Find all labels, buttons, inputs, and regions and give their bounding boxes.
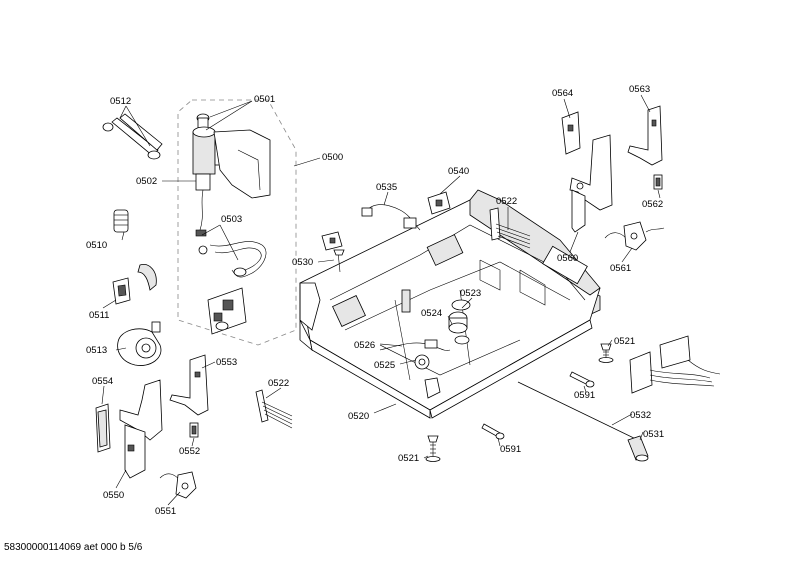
part-0554-cover (95, 403, 111, 453)
label-0551: 0551 (155, 506, 176, 517)
part-0553-bracket (169, 354, 209, 416)
part-0551-sensor (159, 471, 197, 499)
label-0561: 0561 (610, 263, 631, 274)
part-labels: 0501 0512 0500 0502 0503 0510 0511 0513 … (86, 84, 664, 517)
part-0502-pump (192, 113, 271, 255)
part-0560-bracket (569, 134, 613, 233)
label-0532: 0532 (630, 410, 651, 421)
label-0564: 0564 (552, 88, 573, 99)
part-0531-cap (627, 435, 649, 462)
label-0553: 0553 (216, 357, 237, 368)
part-0500-bracket (207, 287, 247, 335)
label-0511: 0511 (89, 310, 109, 321)
part-0522-element-right (489, 207, 531, 249)
part-0563-bracket (627, 105, 663, 166)
label-0524: 0524 (421, 308, 442, 319)
label-0535: 0535 (376, 182, 397, 193)
leader-lines (101, 94, 661, 506)
label-0563: 0563 (629, 84, 650, 95)
label-0591-bottom: 0591 (500, 444, 521, 455)
part-0591-screw-right (569, 371, 595, 388)
part-0512-tubes (102, 113, 163, 160)
label-0503: 0503 (221, 214, 242, 225)
label-0513: 0513 (86, 345, 107, 356)
label-0500: 0500 (322, 152, 343, 163)
label-0552: 0552 (179, 446, 200, 457)
part-0522-element-left (255, 389, 293, 429)
part-wiring-connectors (629, 335, 721, 394)
label-0522-right: 0522 (496, 196, 517, 207)
label-0540: 0540 (448, 166, 469, 177)
part-0513-motor (117, 321, 162, 366)
label-0501: 0501 (254, 94, 275, 105)
part-0510-hose (113, 209, 157, 291)
part-0525-0526-wiring (379, 339, 451, 370)
part-0521-screw-bottom (425, 435, 441, 462)
part-0503-hose (209, 241, 267, 278)
label-0502: 0502 (136, 176, 157, 187)
document-reference: 58300000114069 aet 000 b 5/6 (4, 542, 143, 553)
label-0562: 0562 (642, 199, 663, 210)
label-0560: 0560 (557, 253, 578, 264)
label-0522-left: 0522 (268, 378, 289, 389)
base-tub (299, 189, 601, 419)
label-0525: 0525 (374, 360, 395, 371)
label-0550: 0550 (103, 490, 124, 501)
label-0554: 0554 (92, 376, 113, 387)
part-0532-rod (517, 381, 639, 441)
part-0591-screw-bottom (481, 423, 505, 440)
part-0523-0524-fittings (448, 299, 471, 345)
label-0521-bottom: 0521 (398, 453, 419, 464)
label-0526: 0526 (354, 340, 375, 351)
part-0552-clip (189, 422, 199, 438)
label-0520: 0520 (348, 411, 369, 422)
part-0562-clip (653, 174, 663, 190)
label-0591-right: 0591 (574, 390, 595, 401)
part-0530-block (321, 231, 345, 273)
label-0531: 0531 (643, 429, 664, 440)
assembly-boundary-0500 (177, 99, 297, 346)
label-0512: 0512 (110, 96, 131, 107)
label-0510: 0510 (86, 240, 107, 251)
label-0523: 0523 (460, 288, 481, 299)
part-0550-bracket (119, 379, 163, 479)
part-0561-sensor (604, 221, 665, 251)
label-0530: 0530 (292, 257, 313, 268)
part-0540-connector (427, 191, 451, 215)
part-0564-clip (561, 111, 581, 155)
part-0521-screw-right (598, 343, 614, 363)
label-0521-right: 0521 (614, 336, 635, 347)
part-0535-harness (361, 204, 421, 231)
part-0511-clip (112, 277, 131, 305)
